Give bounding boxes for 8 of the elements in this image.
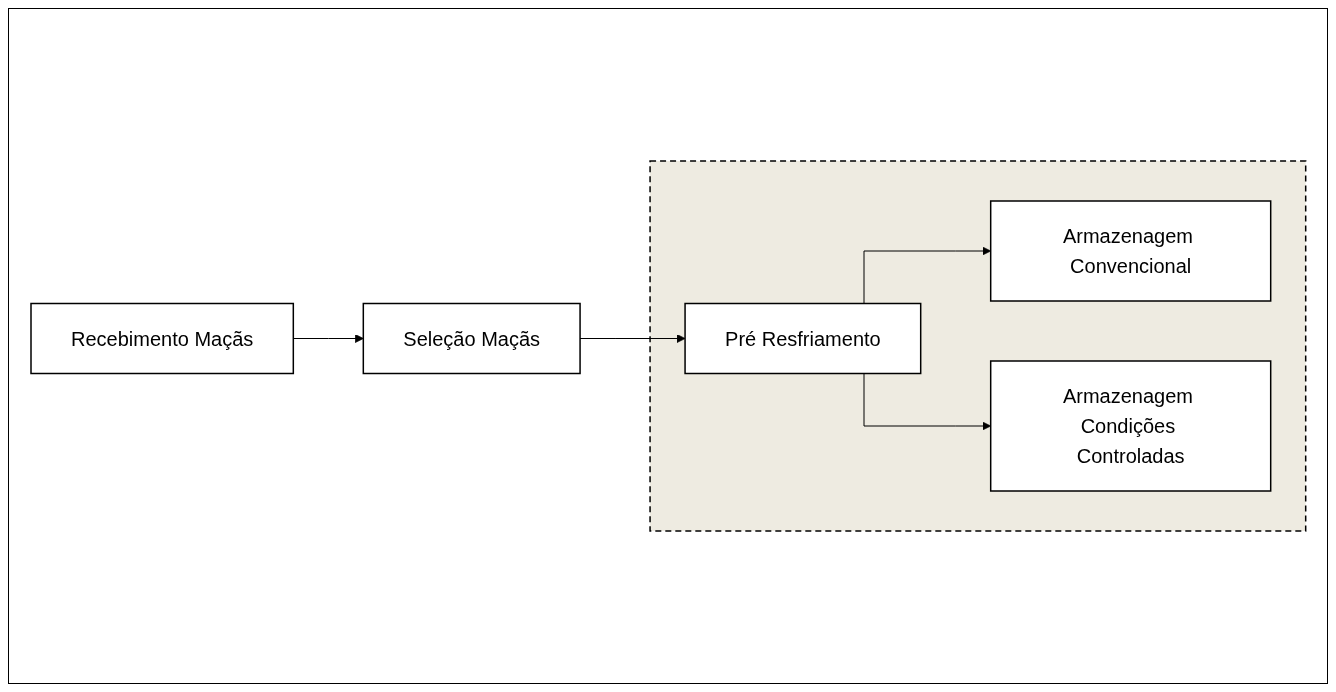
node-box: Armazenagem Convencional bbox=[989, 200, 1272, 302]
node-box: Seleção Maçãs bbox=[362, 302, 581, 375]
node-box: Pré Resfriamento bbox=[683, 302, 922, 375]
node-box: Armazenagem Condições Controladas bbox=[989, 360, 1272, 492]
cluster bbox=[648, 160, 1307, 532]
node-box: Recebimento Maçãs bbox=[29, 302, 294, 375]
arrow bbox=[863, 373, 991, 431]
arrow bbox=[863, 246, 991, 304]
